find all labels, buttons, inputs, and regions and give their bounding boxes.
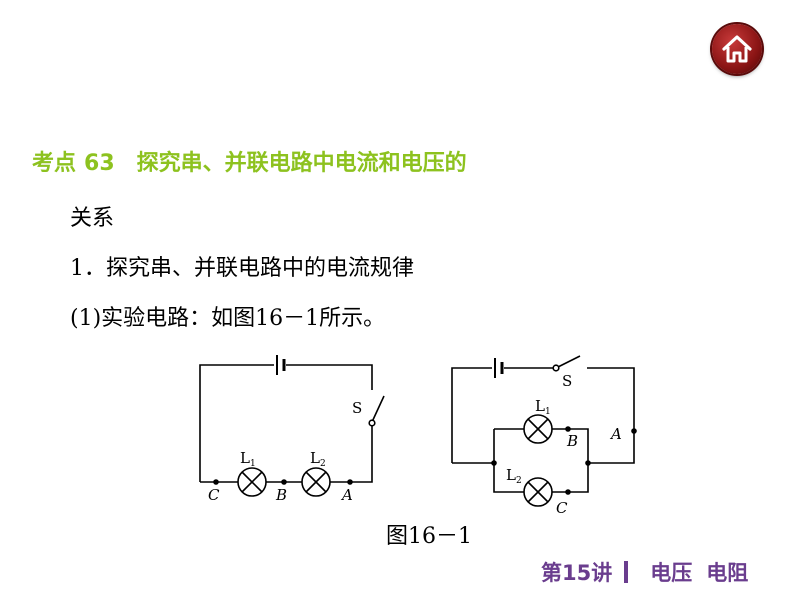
section-heading: 考点 63 探究串、并联电路中电流和电压的 [32,145,467,177]
series-point-b-label: B [275,486,287,504]
footer-lecture-title: 第15讲 电压 电阻 [541,557,748,587]
parallel-circuit [451,355,635,507]
parallel-points [491,426,637,495]
parallel-point-c-label: C [556,499,568,517]
parallel-lamp2-label: L2 [506,466,522,486]
parallel-labels: S L1 L2 A B C [506,372,622,517]
heading-title: 探究串、并联电路中电流和电压的 [136,151,467,176]
parallel-switch-contact [552,364,560,372]
series-switch-contact [368,419,376,427]
heading-label: 考点 [32,151,77,176]
footer-lecture: 第15讲 [541,561,613,585]
footer-topic-2: 电阻 [706,561,749,585]
parallel-point-a-label: A [609,425,622,443]
footer-divider [624,561,629,583]
parallel-lamp-1 [523,414,553,444]
parallel-lamp-2 [523,477,553,507]
heading-number: 63 [84,151,115,176]
home-button[interactable] [712,24,762,74]
series-circuit [199,355,385,497]
series-lamp-1 [237,467,267,497]
series-points [213,479,353,485]
series-lamp1-label: L1 [240,449,256,469]
parallel-switch-label: S [562,372,572,390]
parallel-lamp1-label: L1 [535,397,551,417]
home-icon [722,35,752,63]
series-switch-label: S [352,399,362,417]
parallel-switch-blade [557,355,581,368]
series-lamp2-label: L2 [310,449,326,469]
circuit-diagrams: S L1 L2 C B A [199,355,637,517]
body-line-1: 关系 [70,206,115,231]
series-point-a-label: A [340,486,353,504]
figure-caption: 图16－1 [386,524,472,549]
series-labels: S L1 L2 C B A [208,399,362,504]
series-point-c-label: C [208,486,220,504]
body-line-2: 1．探究串、并联电路中的电流规律 [70,256,414,281]
series-lamp-2 [301,467,331,497]
footer-topic-1: 电压 [650,561,693,585]
series-switch-blade [371,395,385,423]
parallel-point-b-label: B [566,432,578,450]
body-line-3: (1)实验电路：如图16－1所示。 [70,306,386,331]
